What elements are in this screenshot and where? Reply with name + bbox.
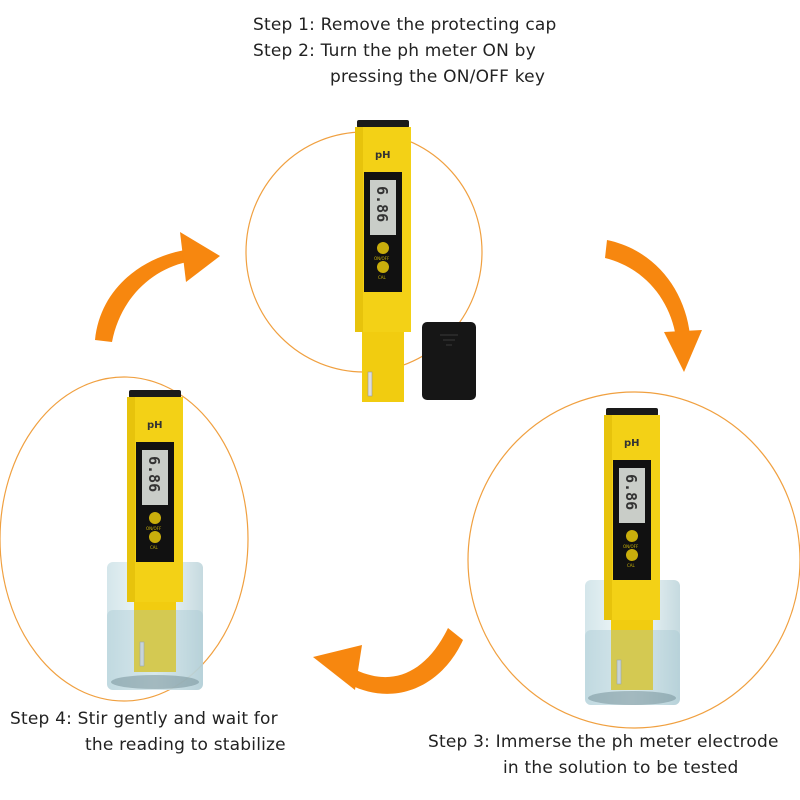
svg-text:CAL: CAL — [378, 275, 387, 280]
svg-text:ON/OFF: ON/OFF — [146, 526, 162, 531]
svg-text:6.86: 6.86 — [145, 456, 163, 492]
svg-text:6.86: 6.86 — [622, 474, 640, 510]
svg-text:ON/OFF: ON/OFF — [623, 544, 639, 549]
ph-meter-top: pH 6.86 ON/OFF CAL — [354, 119, 412, 403]
step3-text-cont: in the solution to be tested — [503, 758, 739, 778]
svg-text:pH: pH — [375, 150, 391, 161]
arrow-step1-to-step3 — [605, 240, 702, 372]
ph-meter-glass-step4: pH 6.86 ON/OFF CAL — [107, 389, 203, 690]
arrow-step4-to-step1 — [95, 232, 220, 342]
step4-text: Step 4: Stir gently and wait for — [10, 709, 278, 729]
svg-text:CAL: CAL — [627, 563, 636, 568]
step2-text: Step 2: Turn the ph meter ON by — [253, 41, 536, 61]
svg-text:pH: pH — [147, 420, 163, 431]
step1-text: Step 1: Remove the protecting cap — [253, 15, 557, 35]
ph-meter-glass-step3: pH 6.86 ON/OFF CAL — [585, 407, 680, 705]
protective-cap — [422, 322, 476, 400]
step3-text: Step 3: Immerse the ph meter electrode — [428, 732, 779, 752]
arrow-step3-to-step4 — [313, 628, 463, 694]
svg-text:ON/OFF: ON/OFF — [374, 256, 390, 261]
svg-text:pH: pH — [624, 438, 640, 449]
step2-text-cont: pressing the ON/OFF key — [330, 67, 546, 87]
svg-text:6.86: 6.86 — [373, 186, 391, 222]
step3-circle — [467, 391, 800, 729]
step4-circle — [0, 376, 249, 702]
svg-text:CAL: CAL — [150, 545, 159, 550]
step4-text-cont: the reading to stabilize — [85, 735, 286, 755]
